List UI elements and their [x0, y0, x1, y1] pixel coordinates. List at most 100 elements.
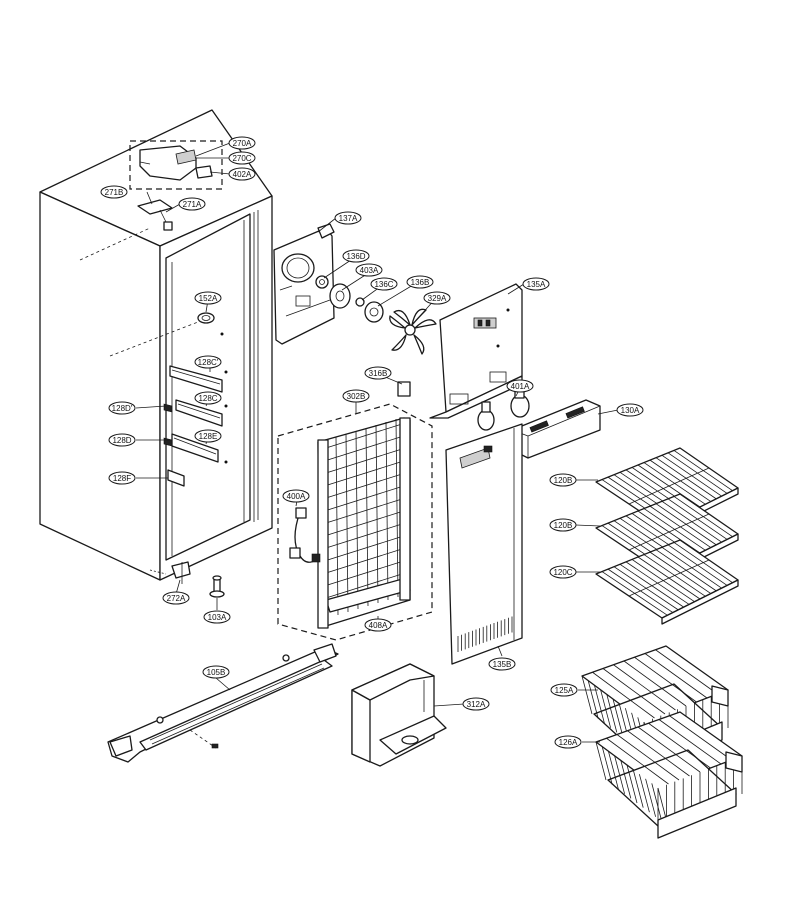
coil-row [325, 498, 403, 524]
coil-row [325, 461, 403, 486]
label-135b: 135B [488, 657, 516, 671]
basket-wire [632, 769, 644, 808]
shelf-crossbar [628, 513, 710, 551]
svg-text:120B: 120B [554, 476, 573, 485]
svg-text:128D': 128D' [112, 404, 133, 413]
part-316b [397, 381, 411, 397]
part-105b-base-rail [107, 643, 339, 763]
svg-text:400A: 400A [287, 492, 306, 501]
part-103a [209, 575, 225, 598]
wire-basket [595, 711, 743, 839]
coil-row [325, 561, 403, 586]
label-128c: 128C [194, 391, 222, 405]
svg-text:103A: 103A [208, 613, 227, 622]
coil-fin [365, 427, 369, 607]
coil-row [325, 573, 403, 599]
label-302b: 302B [342, 389, 370, 403]
label-126a: 126A [554, 735, 582, 749]
label-120c: 120C [549, 565, 577, 579]
basket-handle [711, 685, 729, 707]
svg-text:270A: 270A [233, 139, 252, 148]
label-402a: 402A [228, 167, 256, 181]
part-400a-sensor [289, 507, 321, 563]
coil-row [325, 436, 403, 461]
svg-text:135A: 135A [527, 280, 546, 289]
label-400a: 400A [282, 489, 310, 503]
coil-fin [375, 424, 379, 604]
basket-wire [600, 689, 611, 728]
label-312a: 312A [462, 697, 490, 711]
shelf-front-lip [661, 579, 739, 625]
label-271b: 271B [100, 185, 128, 199]
svg-text:137A: 137A [339, 214, 358, 223]
svg-text:302B: 302B [347, 392, 366, 401]
basket-wire [581, 675, 593, 715]
label-128c-prime: 128C' [194, 355, 222, 369]
basket-wire [644, 653, 708, 699]
basket-wire [601, 746, 613, 785]
svg-text:128E: 128E [199, 432, 218, 441]
basket-wire [655, 649, 718, 695]
svg-text:135B: 135B [493, 660, 512, 669]
part-401a-lamps [477, 387, 530, 431]
coil-row [325, 486, 403, 511]
coil-fin [395, 418, 399, 598]
coil-row [325, 423, 403, 449]
label-401a: 401A [506, 379, 534, 393]
coil-fin [335, 436, 339, 616]
part-137a-fan-bracket [273, 223, 335, 345]
coil-row [325, 511, 403, 536]
label-270a: 270A [228, 136, 256, 150]
part-130a-lamp-cover [511, 399, 601, 459]
basket-wire [627, 730, 690, 777]
svg-text:128C': 128C' [198, 358, 219, 367]
label-136c: 136C [370, 277, 398, 291]
label-152a: 152A [194, 291, 222, 305]
label-329a: 329A [423, 291, 451, 305]
wire-baskets [581, 645, 743, 839]
svg-text:120C: 120C [553, 568, 572, 577]
wire-shelf [595, 539, 739, 625]
part-152a [197, 312, 215, 324]
label-120b-upper: 120B [549, 473, 577, 487]
basket-wire [645, 778, 656, 817]
svg-text:136B: 136B [411, 278, 430, 287]
basket-front-panel [657, 787, 737, 839]
svg-text:136C: 136C [374, 280, 393, 289]
label-136d: 136D [342, 249, 370, 263]
basket-wire [637, 726, 701, 773]
basket-handle [725, 751, 743, 773]
coil-row [325, 523, 403, 549]
wire-shelves [595, 447, 739, 625]
basket-wire [614, 755, 625, 794]
label-136b: 136B [406, 275, 434, 289]
basket-wire [634, 656, 697, 703]
coil-fin [385, 421, 389, 601]
svg-text:270C: 270C [232, 154, 251, 163]
part-329a-fan-blade [389, 308, 437, 355]
svg-text:271B: 271B [105, 188, 124, 197]
label-316b: 316B [364, 366, 392, 380]
label-120b-lower: 120B [549, 518, 577, 532]
label-103a: 103A [203, 610, 231, 624]
part-group-270 [129, 140, 223, 190]
svg-text:128D: 128D [112, 436, 131, 445]
fan-motor-parts [315, 275, 384, 323]
basket-wire [608, 751, 619, 790]
basket-wire [602, 668, 666, 715]
coil-row [325, 473, 403, 499]
svg-text:128F: 128F [113, 474, 131, 483]
svg-text:403A: 403A [360, 266, 379, 275]
svg-text:401A: 401A [511, 382, 530, 391]
part-271b [137, 199, 173, 231]
coil-fin [355, 430, 359, 610]
label-271a: 271A [178, 197, 206, 211]
part-labels: 270A 270C 402A 271B 271A 137A 136D 403A … [100, 136, 644, 749]
part-135b-duct-cover [445, 423, 523, 665]
svg-text:136D: 136D [346, 252, 365, 261]
label-135a: 135A [522, 277, 550, 291]
label-128f: 128F [108, 471, 136, 485]
label-408a: 408A [364, 618, 392, 632]
label-272a: 272A [162, 591, 190, 605]
